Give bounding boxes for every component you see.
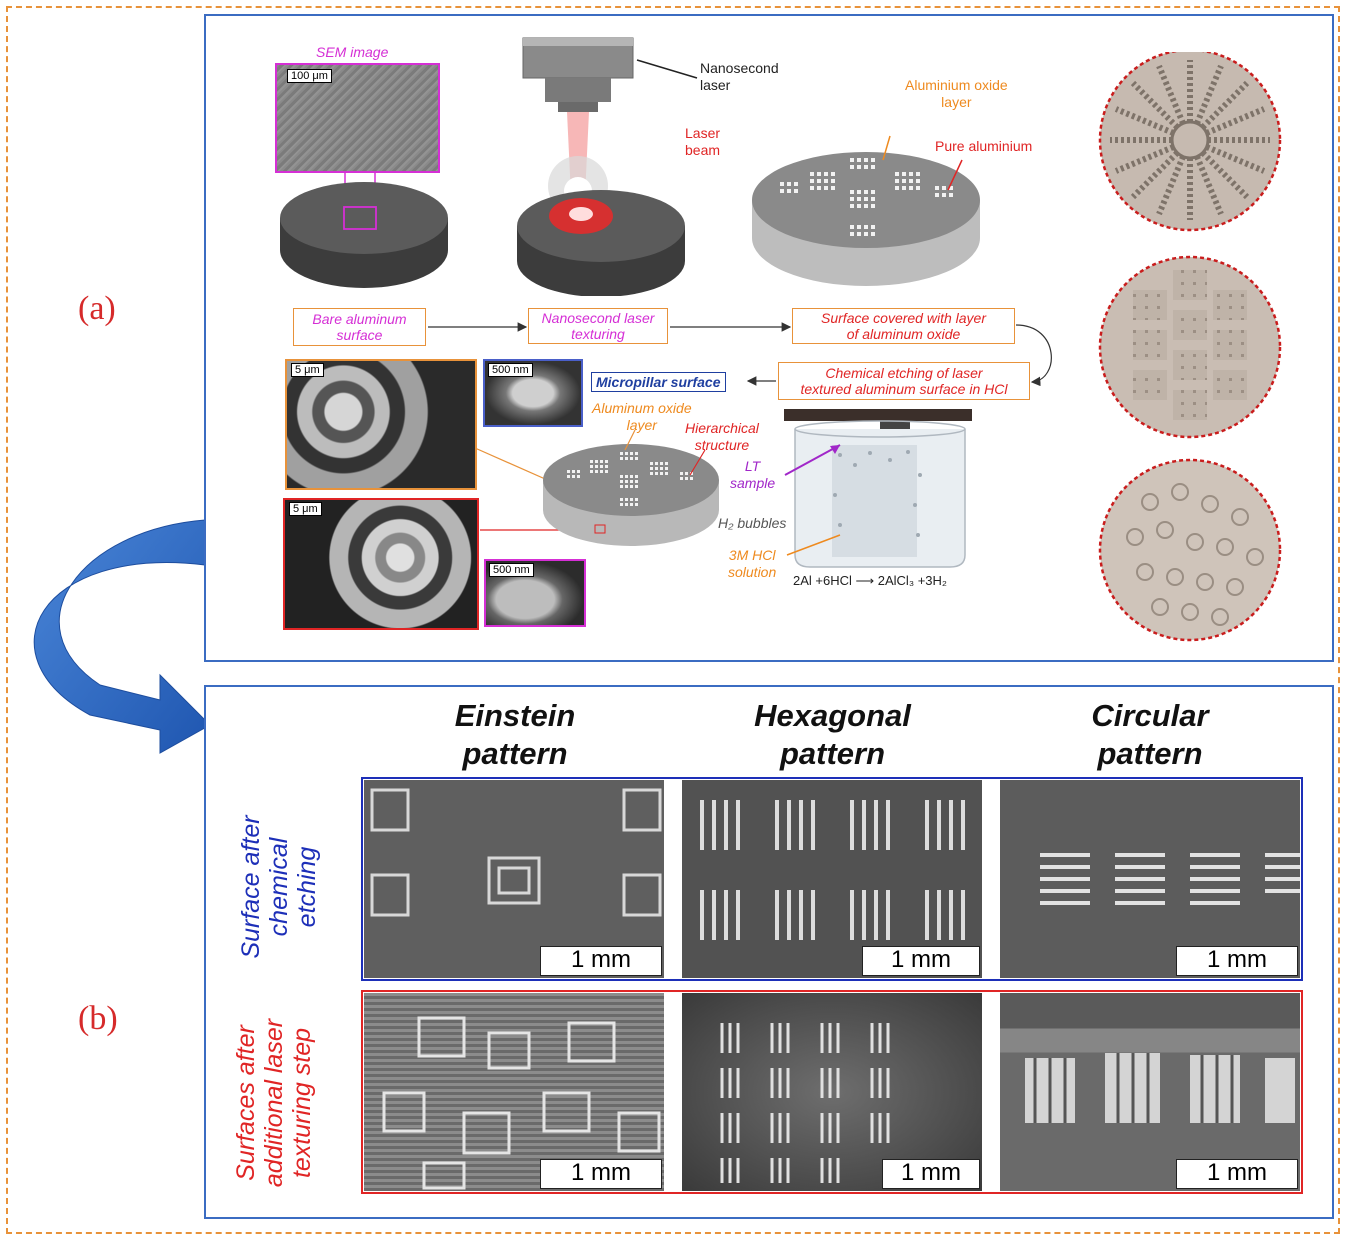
- oxide-label: Aluminium oxide layer: [905, 77, 1008, 110]
- al-oxide-label: Aluminum oxide layer: [592, 400, 692, 433]
- h2-bubbles-label: H₂ bubbles: [718, 515, 787, 531]
- hcl-leader: [786, 534, 841, 556]
- hcl-label: 3M HCl solution: [728, 547, 777, 580]
- bare-disc: [280, 182, 448, 288]
- curved-arrow: [33, 519, 211, 754]
- col-hexagonal: Hexagonal pattern: [754, 698, 911, 771]
- scalebar-r2c1: 1 mm: [540, 1159, 662, 1189]
- scalebar-r1c3: 1 mm: [1176, 946, 1298, 976]
- step-arrows: [428, 322, 1052, 387]
- panel-label-a: (a): [78, 290, 116, 327]
- scale-5um-1: 5 μm: [291, 363, 324, 377]
- img-circular-laser: 1 mm: [1000, 993, 1300, 1191]
- sem-5um-top: 5 μm: [285, 359, 477, 490]
- img-circular-etched: 1 mm: [1000, 780, 1300, 978]
- scale-500nm-2: 500 nm: [489, 563, 534, 577]
- reaction-equation: 2Al +6HCl ⟶ 2AlCl₃ +3H₂: [793, 573, 947, 588]
- scalebar-r2c2: 1 mm: [882, 1159, 980, 1189]
- img-hexagonal-laser: 1 mm: [682, 993, 982, 1191]
- row-additional-laser: Surfaces after additional laser texturin…: [232, 1018, 316, 1188]
- micropillar-label: Micropillar surface: [591, 372, 726, 392]
- sem-500nm-bottom: 500 nm: [484, 559, 586, 627]
- laser-label: Nanosecond laser: [700, 60, 779, 93]
- scale-500nm-1: 500 nm: [488, 363, 533, 377]
- step-laser-texturing: Nanosecond laser texturing: [528, 308, 668, 344]
- img-einstein-etched: 1 mm: [364, 780, 664, 978]
- scalebar-r1c2: 1 mm: [862, 946, 980, 976]
- lt-arrow: [784, 444, 841, 476]
- sem-image-bare: 100 μm: [275, 63, 440, 173]
- microscope-circles: [1098, 52, 1282, 642]
- hcl-beaker: [784, 409, 972, 568]
- sem-500nm-top: 500 nm: [483, 359, 583, 427]
- img-hexagonal-etched: 1 mm: [682, 780, 982, 978]
- laser-head: [517, 37, 685, 296]
- laser-leader: [636, 59, 698, 79]
- col-einstein: Einstein pattern: [454, 698, 576, 771]
- step-bare-surface: Bare aluminum surface: [293, 308, 426, 346]
- panel-label-b: (b): [78, 1000, 118, 1037]
- oxide-disc: [752, 135, 980, 286]
- step-oxide-layer: Surface covered with layer of aluminum o…: [792, 308, 1015, 344]
- outer-frame: [6, 6, 1340, 1234]
- sem-title: SEM image: [316, 44, 389, 60]
- lt-sample-label: LT sample: [730, 458, 776, 491]
- row-chemical-etching: Surface after chemical etching: [237, 815, 321, 959]
- hierarchical-label: Hierarchical structure: [685, 420, 759, 453]
- col-circular: Circular pattern: [1091, 698, 1209, 771]
- scale-5um-2: 5 μm: [289, 502, 322, 516]
- step-chemical-etching: Chemical etching of laser textured alumi…: [778, 362, 1030, 400]
- pure-label: Pure aluminium: [935, 138, 1033, 154]
- sem-scale: 100 μm: [287, 69, 332, 83]
- img-einstein-laser: 1 mm: [364, 993, 664, 1191]
- scalebar-r2c3: 1 mm: [1176, 1159, 1298, 1189]
- micropillar-disc: [475, 429, 719, 546]
- scalebar-r1c1: 1 mm: [540, 946, 662, 976]
- sem-5um-bottom: 5 μm: [283, 498, 479, 630]
- beam-label: Laser beam: [685, 125, 721, 158]
